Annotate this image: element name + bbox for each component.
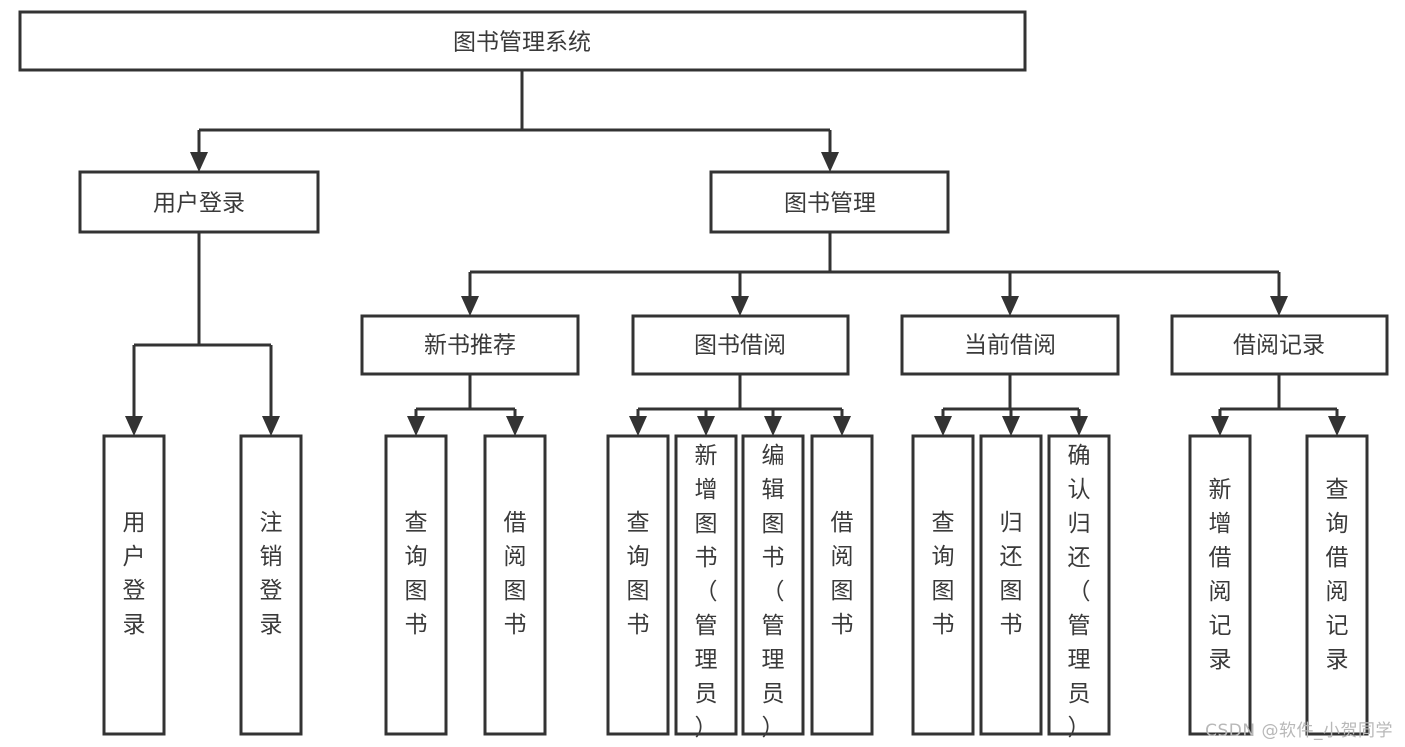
connector-borrow-record-to-leaves <box>1211 374 1346 436</box>
leaf-node[interactable]: 确认归还（管理员） <box>1047 434 1111 741</box>
leaf-node-box <box>911 434 975 736</box>
leaf-node-box <box>384 434 448 736</box>
leaf-node[interactable]: 借阅图书 <box>483 434 547 736</box>
connector-new-book-rec-to-leaves <box>407 374 524 436</box>
leaf-node-label: 借阅图书 <box>831 510 854 638</box>
leaf-node[interactable]: 新增图书（管理员） <box>674 434 738 741</box>
leaf-node-box <box>483 434 547 736</box>
node-book-manage-box <box>709 170 950 234</box>
leaf-node-label: 归还图书 <box>1000 510 1023 638</box>
leaf-node-label: 新增借阅记录 <box>1209 477 1232 673</box>
node-root-label: 图书管理系统 <box>453 30 591 56</box>
leaf-node-label: 用户登录 <box>123 510 146 638</box>
leaf-node[interactable]: 查询图书 <box>384 434 448 736</box>
leaf-node-label: 注销登录 <box>260 510 283 638</box>
node-borrow-record-box <box>1170 314 1389 376</box>
connector-root-to-level2 <box>190 70 839 172</box>
leaf-node[interactable]: 查询借阅记录 <box>1305 434 1369 736</box>
leaf-node-box <box>810 434 874 736</box>
node-current-borrow-label: 当前借阅 <box>964 333 1056 359</box>
leaf-node[interactable]: 新增借阅记录 <box>1188 434 1252 736</box>
leaf-node-label: 查询借阅记录 <box>1326 477 1349 673</box>
csdn-watermark: CSDN @软件_小贺同学 <box>1205 721 1393 741</box>
node-root-box <box>18 10 1027 72</box>
node-user-login[interactable]: 用户登录 <box>78 170 320 234</box>
node-book-borrow-box <box>631 314 850 376</box>
leaf-node-box <box>741 434 805 736</box>
node-borrow-record[interactable]: 借阅记录 <box>1170 314 1389 376</box>
node-book-manage-label: 图书管理 <box>784 191 876 217</box>
leaf-node[interactable]: 查询图书 <box>606 434 670 736</box>
leaf-node-label: 查询图书 <box>932 510 955 638</box>
leaf-node[interactable]: 用户登录 <box>102 434 166 736</box>
leaf-node-box <box>1188 434 1252 736</box>
leaf-node-box <box>1047 434 1111 736</box>
leaf-node-label: 查询图书 <box>627 510 650 638</box>
connector-user-login-to-leaves <box>125 232 280 436</box>
leaf-node-label: 编辑图书（管理员） <box>762 443 785 741</box>
leaf-node-label: 借阅图书 <box>504 510 527 638</box>
connector-book-manage-to-level3 <box>461 232 1288 316</box>
connector-current-borrow-to-leaves <box>934 374 1088 436</box>
node-book-manage[interactable]: 图书管理 <box>709 170 950 234</box>
leaf-node-box <box>239 434 303 736</box>
leaf-node[interactable]: 归还图书 <box>979 434 1043 736</box>
node-new-book-rec-box <box>360 314 580 376</box>
leaf-node-box <box>606 434 670 736</box>
connector-book-borrow-to-leaves <box>629 374 851 436</box>
node-current-borrow-box <box>900 314 1120 376</box>
node-book-borrow[interactable]: 图书借阅 <box>631 314 850 376</box>
leaf-node-box <box>979 434 1043 736</box>
leaf-node-label: 新增图书（管理员） <box>695 443 718 741</box>
leaf-node-label: 查询图书 <box>405 510 428 638</box>
leaf-node-label: 确认归还（管理员） <box>1068 443 1091 741</box>
node-user-login-label: 用户登录 <box>153 191 245 217</box>
node-new-book-rec-label: 新书推荐 <box>424 333 516 359</box>
leaf-node[interactable]: 查询图书 <box>911 434 975 736</box>
node-current-borrow[interactable]: 当前借阅 <box>900 314 1120 376</box>
leaf-node[interactable]: 注销登录 <box>239 434 303 736</box>
node-borrow-record-label: 借阅记录 <box>1233 333 1325 359</box>
node-book-borrow-label: 图书借阅 <box>694 333 786 359</box>
leaf-node[interactable]: 编辑图书（管理员） <box>741 434 805 741</box>
leaf-node-box <box>674 434 738 736</box>
node-root[interactable]: 图书管理系统 <box>18 10 1027 72</box>
leaf-node-box <box>102 434 166 736</box>
leaf-node-box <box>1305 434 1369 736</box>
leaf-node[interactable]: 借阅图书 <box>810 434 874 736</box>
node-new-book-rec[interactable]: 新书推荐 <box>360 314 580 376</box>
